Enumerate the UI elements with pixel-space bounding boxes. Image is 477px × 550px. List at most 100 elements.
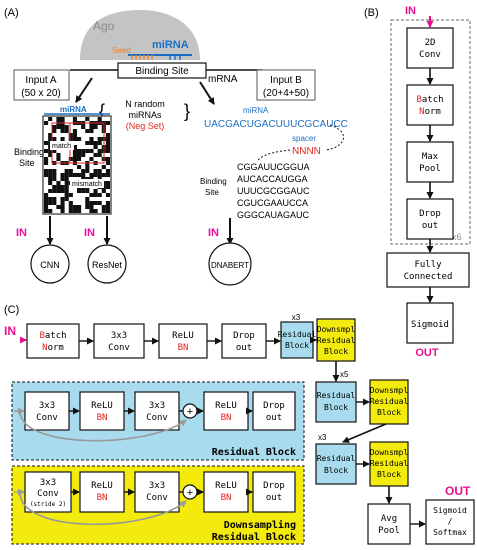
heatmap-cell [105,209,111,213]
c-batchnorm-line-1: Batch [39,331,66,341]
input-b-dims: (20+4+50) [263,88,309,99]
seed-label: Seed [112,46,131,55]
heatmap-cell [85,141,90,145]
heatmap-cell [44,121,49,125]
c-output-line-3: Softmax [433,528,467,537]
heatmap-cell [64,193,69,197]
heatmap-cell [81,189,86,193]
heatmap-cell [101,205,106,209]
heatmap-cell [101,165,106,169]
heatmap-cell [77,153,82,157]
heatmap-mirna-label: miRNA [60,105,87,114]
heatmap-cell [68,133,73,137]
heatmap-cell [93,189,98,193]
c-residual-mid-box [315,381,357,423]
heatmap-cell [68,137,73,141]
c-conv-line-1: 3x3 [111,331,127,341]
residual-caption: Residual Block [212,446,296,458]
heatmap-cell [89,201,94,205]
residual-relu-2-line-1: ReLU [215,401,237,411]
panel-b-stack: 2DConvBatchNormMaxPoolDropoutFullyConnec… [386,16,470,344]
b-fully-connected-line-2: Connected [404,272,453,282]
heatmap-cell [85,189,90,193]
heatmap-cell [48,153,53,157]
residual-conv-2-line-1: 3x3 [149,401,165,411]
heatmap-cell [72,137,78,141]
in-label-dnabert: IN [208,227,219,239]
c-dropout-line-1: Drop [233,331,255,341]
heatmap-cell [68,201,73,205]
heatmap-cell [52,169,57,173]
residual-conv-1-line-2: Conv [36,413,58,423]
b-conv-box [406,27,454,69]
heatmap-cell [89,209,94,213]
heatmap-cell [77,165,82,169]
b-batchnorm-line-2: Norm [419,107,441,117]
input-b-title: Input B [270,75,302,86]
c-conv-line-2: Conv [108,343,130,353]
b-batchnorm-rest: atch [422,95,444,105]
heatmap-cell [89,157,94,161]
panel-c-label: (C) [4,304,19,316]
heatmap-cell [72,157,78,161]
heatmap-cell [48,209,53,213]
residual-conv-1-line-1: 3x3 [39,401,55,411]
heatmap-cell [64,125,69,129]
heatmap-cell [77,149,82,153]
heatmap-cell [93,141,98,145]
c-downsample-low-line-3: Block [377,470,401,479]
panel-c-in-label: IN [4,324,16,338]
heatmap-cell [44,201,49,205]
heatmap-cell [64,173,69,177]
resnet-model-label: ResNet [92,260,123,270]
repeat-top-label: x3 [292,313,301,322]
heatmap-cell [60,201,65,205]
random-mirna-line-1: N random [125,99,165,109]
heatmap-cell [85,197,90,201]
resnet-model-circle [87,244,127,284]
heatmap-cell [101,209,106,213]
c-relu-line-2: BN [178,343,189,353]
input-b-box [256,69,316,101]
site-sequence-line: CGUCGAAUCCA [237,198,308,208]
c-downsample-low-line-2: Residual [370,459,409,468]
heatmap-cell [105,133,111,137]
heatmap-cell [105,145,111,149]
c-batchnorm-line-2: Norm [42,343,64,353]
c-downsample-low-line-1: Downsmpl [370,448,409,457]
c-batchnorm-initial-1: B [39,331,44,341]
heatmap-cell [48,117,53,121]
downsample-dropout-line-2: out [266,493,282,503]
panel-a-label: (A) [4,7,19,19]
heatmap-cell [101,173,106,177]
heatmap-cell [77,205,82,209]
b-dropout-box [406,198,454,240]
b-batchnorm-line-1: Batch [416,95,443,105]
right-brace: } [184,101,190,121]
residual-dropout-line-2: out [266,413,282,423]
heatmap-cell [60,173,65,177]
panel-b-in-label: IN [405,5,416,17]
heatmap-cell [44,205,49,209]
b-fully-connected-box [386,252,470,288]
heatmap-cell [85,201,90,205]
heatmap-cell [72,149,78,153]
heatmap-cell [97,149,102,153]
downsample-relu-line-1: ReLU [91,481,113,491]
c-residual-low-line-2: Block [324,466,348,475]
c-avgpool-line-2: Pool [378,526,400,536]
heatmap-site-label-1: Binding [14,147,44,157]
left-brace: { [99,101,105,121]
seq-site-label-1: Binding [200,177,227,186]
panel-b-out-label: OUT [415,347,439,359]
downsample-relu-line-2: BN [97,493,108,503]
c-downsample-mid-line-1: Downsmpl [370,386,409,395]
c-residual-top-box [280,321,314,359]
heatmap-cell [85,117,90,121]
c-residual-mid-line-1: Residual [317,391,356,400]
heatmap-cell [77,209,82,213]
heatmap-cell [93,201,98,205]
heatmap-cell [97,141,102,145]
residual-relu-line-1: ReLU [91,401,113,411]
